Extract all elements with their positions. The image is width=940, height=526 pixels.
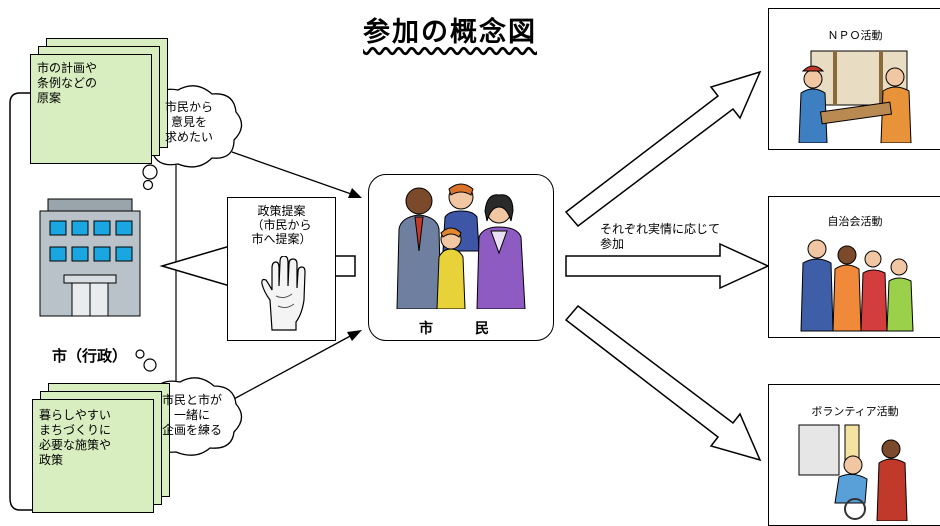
activity-panel-neighborhood: 自治会活動 bbox=[768, 196, 940, 338]
citizens-group-icon bbox=[396, 183, 526, 309]
policy-bubble-text: 市民と市が 一緒に 企画を練る bbox=[161, 393, 222, 437]
neighborhood-group-icon bbox=[800, 239, 914, 332]
activity-label-volunteer: ボランティア活動 bbox=[811, 405, 899, 418]
city-label: 市（行政） bbox=[52, 347, 128, 365]
activity-label-npo: ＮＰＯ活動 bbox=[827, 29, 883, 42]
citizen-label: 市 民 bbox=[419, 321, 503, 337]
arrow-plan-head bbox=[347, 330, 362, 341]
arrow-plan-to-citizen bbox=[231, 333, 355, 401]
activity-panel-volunteer: ボランティア活動 bbox=[768, 384, 940, 526]
policy-proposal-box: 政策提案 （市民から 市へ提案） bbox=[227, 197, 336, 341]
policy-document-text: 暮らしやすい まちづくりに 必要な施策や 政策 bbox=[39, 408, 112, 467]
citizen-box: 市 民 bbox=[368, 174, 554, 341]
city-hall-icon bbox=[39, 198, 141, 317]
arrow-opinion-to-citizen bbox=[231, 151, 355, 196]
plan-bubble-text: 市民から 意見を 求めたい bbox=[164, 100, 213, 144]
arrow-to-npo bbox=[564, 70, 762, 228]
volunteer-wheelchair-icon bbox=[798, 424, 908, 521]
city-bracket bbox=[9, 92, 40, 511]
arrow-to-volunteer bbox=[564, 304, 762, 462]
diagram-title: 参加の概念図 bbox=[363, 17, 537, 48]
raised-hand-icon bbox=[261, 256, 306, 331]
arrow-opinion-head bbox=[348, 188, 362, 198]
arrow-to-neighborhood bbox=[565, 242, 770, 290]
plan-document: 市の計画や 条例などの 原案 bbox=[30, 54, 152, 164]
policy-proposal-text: 政策提案 （市民から 市へ提案） bbox=[251, 204, 312, 246]
activity-label-neighborhood: 自治会活動 bbox=[827, 215, 883, 228]
plan-document-text: 市の計画や 条例などの 原案 bbox=[37, 61, 98, 105]
npo-workers-icon bbox=[798, 50, 912, 143]
participation-text: それぞれ実情に応じて 参加 bbox=[600, 222, 721, 251]
activity-panel-npo: ＮＰＯ活動 bbox=[768, 8, 940, 150]
policy-document: 暮らしやすい まちづくりに 必要な施策や 政策 bbox=[32, 399, 154, 513]
